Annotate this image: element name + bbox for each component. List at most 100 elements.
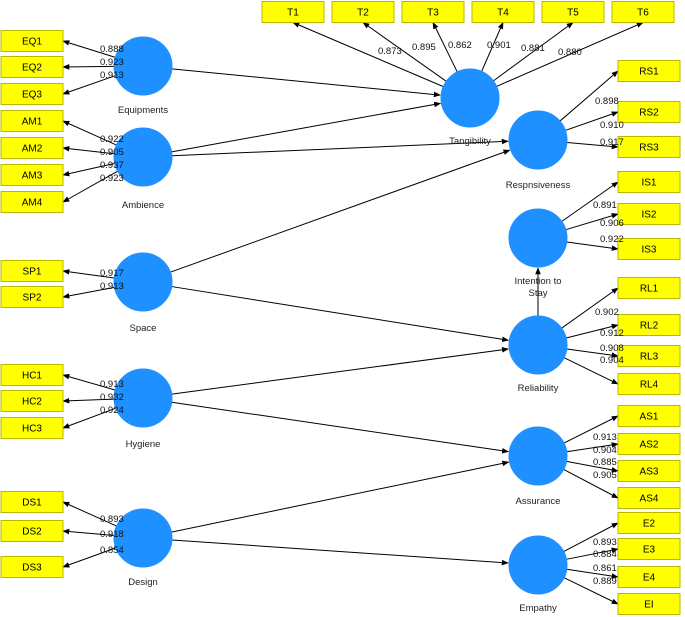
indicator-label: SP2	[23, 293, 42, 304]
indicator-box	[0, 390, 64, 412]
indicator-rl4[interactable]: RL4	[617, 373, 681, 395]
indicator-label: AM4	[22, 198, 43, 209]
construct-tangibility[interactable]: Tangibility	[440, 68, 500, 147]
loading-value-sp1: 0.917	[100, 268, 124, 279]
indicator-t1[interactable]: T1	[261, 1, 325, 23]
loading-value-rl1: 0.902	[595, 307, 619, 318]
indicator-box	[617, 171, 681, 193]
indicator-label: AM1	[22, 117, 43, 128]
loading-arrow-t6	[496, 22, 644, 87]
construct-space[interactable]: Space	[113, 252, 173, 334]
indicator-as1[interactable]: AS1	[617, 405, 681, 427]
construct-design[interactable]: Design	[113, 508, 173, 588]
indicator-box	[617, 136, 681, 158]
loading-arrow-as3	[566, 460, 619, 473]
indicator-hc3[interactable]: HC3	[0, 417, 64, 439]
loading-value-rs1: 0.898	[595, 96, 619, 107]
loading-arrow-rl4	[563, 357, 619, 385]
indicator-e3[interactable]: E3	[617, 538, 681, 560]
loading-value-ei: 0.889	[593, 576, 617, 587]
indicator-am3[interactable]: AM3	[0, 164, 64, 186]
indicator-eq1[interactable]: EQ1	[0, 30, 64, 52]
indicator-am4[interactable]: AM4	[0, 191, 64, 213]
loading-arrow-hc1	[62, 374, 116, 391]
indicator-t3[interactable]: T3	[401, 1, 465, 23]
path-hygiene-to-reliability	[171, 347, 509, 395]
indicator-eq2[interactable]: EQ2	[0, 56, 64, 78]
loading-value-rl2: 0.912	[600, 328, 624, 339]
indicator-am2[interactable]: AM2	[0, 137, 64, 159]
construct-label: Tangibility	[449, 136, 491, 147]
indicator-is1[interactable]: IS1	[617, 171, 681, 193]
indicator-box	[0, 286, 64, 308]
path-design-to-assurance	[171, 460, 510, 533]
indicator-rl1[interactable]: RL1	[617, 277, 681, 299]
construct-empathy[interactable]: Empathy	[508, 535, 568, 614]
loading-value-am4: 0.923	[100, 173, 124, 184]
indicator-ds1[interactable]: DS1	[0, 491, 64, 513]
loading-value-rs3: 0.917	[600, 137, 624, 148]
indicator-t2[interactable]: T2	[331, 1, 395, 23]
loading-arrow-eq2	[62, 64, 115, 70]
indicator-box	[617, 566, 681, 588]
indicator-label: HC2	[22, 397, 42, 408]
indicator-box	[541, 1, 605, 23]
indicator-box	[0, 520, 64, 542]
loading-value-t2: 0.895	[412, 42, 436, 53]
indicator-box	[0, 364, 64, 386]
indicator-is2[interactable]: IS2	[617, 203, 681, 225]
indicator-sp2[interactable]: SP2	[0, 286, 64, 308]
indicator-label: RL3	[640, 352, 659, 363]
loading-value-is2: 0.906	[600, 218, 624, 229]
path-hygiene-to-assurance	[171, 401, 510, 454]
indicator-am1[interactable]: AM1	[0, 110, 64, 132]
construct-assurance[interactable]: Assurance	[508, 426, 568, 507]
indicator-hc1[interactable]: HC1	[0, 364, 64, 386]
indicator-box	[617, 373, 681, 395]
indicator-ds3[interactable]: DS3	[0, 556, 64, 578]
indicator-rs3[interactable]: RS3	[617, 136, 681, 158]
construct-hygiene[interactable]: Hygiene	[113, 368, 173, 450]
indicator-box	[0, 491, 64, 513]
indicator-as2[interactable]: AS2	[617, 433, 681, 455]
loading-value-ds2: 0.918	[100, 529, 124, 540]
indicator-t5[interactable]: T5	[541, 1, 605, 23]
indicator-box	[617, 593, 681, 615]
indicator-label: EI	[644, 600, 653, 611]
indicator-e4[interactable]: E4	[617, 566, 681, 588]
loading-value-am1: 0.922	[100, 134, 124, 145]
loading-arrow-t5	[493, 22, 574, 82]
indicator-rs2[interactable]: RS2	[617, 101, 681, 123]
indicator-ds2[interactable]: DS2	[0, 520, 64, 542]
indicator-as3[interactable]: AS3	[617, 460, 681, 482]
indicator-rs1[interactable]: RS1	[617, 60, 681, 82]
indicator-hc2[interactable]: HC2	[0, 390, 64, 412]
indicator-rl2[interactable]: RL2	[617, 314, 681, 336]
indicator-as4[interactable]: AS4	[617, 487, 681, 509]
indicator-label: EQ2	[22, 63, 42, 74]
construct-responsiveness[interactable]: Respnsiveness	[506, 110, 571, 191]
indicator-t6[interactable]: T6	[611, 1, 675, 23]
loading-value-as1: 0.913	[593, 432, 617, 443]
indicator-box	[617, 433, 681, 455]
indicator-is3[interactable]: IS3	[617, 238, 681, 260]
indicator-rl3[interactable]: RL3	[617, 345, 681, 367]
indicator-eq3[interactable]: EQ3	[0, 83, 64, 105]
loading-value-hc2: 0.932	[100, 392, 124, 403]
construct-label: Respnsiveness	[506, 180, 571, 191]
loading-value-hc1: 0.913	[100, 379, 124, 390]
indicator-label: EQ1	[22, 37, 42, 48]
construct-ambience[interactable]: Ambience	[113, 127, 173, 211]
construct-reliability[interactable]: Reliability	[508, 315, 568, 394]
construct-label: Hygiene	[126, 439, 161, 450]
construct-equipments[interactable]: Equipments	[113, 36, 173, 116]
indicator-ei[interactable]: EI	[617, 593, 681, 615]
construct-circle	[113, 127, 173, 187]
indicator-box	[617, 238, 681, 260]
indicator-e2[interactable]: E2	[617, 512, 681, 534]
indicator-t4[interactable]: T4	[471, 1, 535, 23]
construct-circle	[508, 110, 568, 170]
indicator-sp1[interactable]: SP1	[0, 260, 64, 282]
indicator-box	[617, 538, 681, 560]
